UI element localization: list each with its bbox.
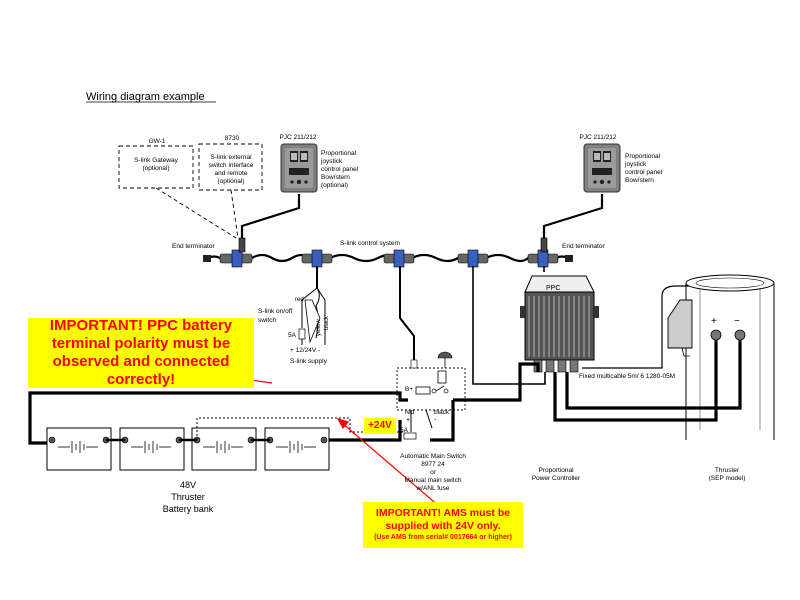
slink-black-label: black	[324, 315, 330, 330]
switch-interface-line-4: (optional)	[217, 178, 244, 185]
switch-interface-line-3: and remote	[215, 170, 248, 177]
battery-caption-line-3: Battery bank	[163, 504, 214, 514]
pjc-left-line-4: Bow/stern	[321, 174, 350, 181]
slink-wire-bundle	[304, 299, 321, 344]
battery-bank	[46, 427, 330, 471]
bus-connector-hubs	[219, 237, 559, 268]
important-ppc-line-1: IMPORTANT! PPC battery	[49, 317, 233, 334]
plus24-badge: +24V	[364, 418, 396, 434]
pjc-left-line-2: joystick	[320, 158, 343, 165]
ams-fuse-icon	[415, 386, 431, 395]
thruster-caption-line-2: (SEP model)	[709, 475, 746, 482]
end-terminator-left-label: End terminator	[172, 243, 215, 250]
switch-interface-line-1: S-link external	[210, 154, 252, 161]
slink-voltage-label: + 12/24V -	[290, 347, 320, 354]
slink-yellow-label: yellow	[316, 319, 322, 336]
slink-switch-line-1: S-link on/off	[258, 308, 292, 315]
joystick-panel-left-icon	[280, 143, 318, 193]
slink-red-label: red	[295, 297, 304, 303]
thruster-plus-label: +	[711, 316, 717, 327]
ams-relay-icon	[437, 370, 447, 384]
diagram-title: Wiring diagram example	[86, 91, 205, 103]
switch-interface-code: 8730	[225, 135, 240, 142]
pjc-right-line-4: Bow/stern	[625, 177, 654, 184]
thruster-motor	[685, 274, 775, 440]
thruster-caption-line-1: Thruster	[715, 467, 740, 474]
pjc-left-code: PJC 211/212	[279, 134, 316, 141]
pjc-right-line-3: control panel	[625, 169, 663, 176]
important-ams-note: (Use AMS from serial# 0017664 or higher)	[374, 534, 512, 541]
warning-arrows	[249, 379, 441, 508]
power-cables	[28, 340, 742, 445]
ams-fuse-5a-label: 5A	[400, 427, 409, 434]
thruster-control-box	[667, 299, 693, 349]
important-ppc-line-4: correctly!	[106, 371, 176, 388]
ams-minus-label: -	[434, 417, 437, 424]
multicable-label: Fixed multicable 5m/ 6 1280-05M	[579, 373, 675, 380]
gateway-line-2: (optional)	[142, 165, 169, 172]
important-ppc-warning: IMPORTANT! PPC battery terminal polarity…	[28, 317, 254, 388]
pjc-right-line-2: joystick	[624, 161, 647, 168]
important-ppc-line-2: terminal polarity must be	[51, 335, 231, 352]
gateway-box	[118, 145, 194, 189]
slink-system-label: S-link control system	[340, 240, 400, 247]
slink-bus	[207, 253, 569, 263]
ams-bplus-label: B+	[405, 386, 413, 393]
ams-caption-line-1: Automatic Main Switch	[400, 453, 466, 460]
pjc-left-line-3: control panel	[321, 166, 359, 173]
pjc-right-code: PJC 211/212	[579, 134, 616, 141]
end-terminator-right-cap	[565, 255, 573, 262]
slink-supply-label: S-link supply	[290, 358, 328, 365]
ppc-caption-line-1: Proportional	[538, 467, 574, 474]
gateway-code: GW-1	[149, 138, 166, 145]
pjc-right-line-1: Proportional	[625, 153, 661, 160]
ams-black-label: black	[434, 409, 450, 416]
thruster-minus-label: −	[734, 316, 740, 327]
end-terminator-right-label: End terminator	[562, 243, 605, 250]
switch-interface-line-2: switch interface	[209, 162, 254, 169]
joystick-panel-right-icon	[583, 143, 621, 193]
ams-caption-line-4: Manual main switch	[404, 477, 461, 484]
slink-switch-line-2: switch	[258, 317, 276, 324]
ams-caption-line-2: 8977 24	[421, 461, 445, 468]
ams-caption-line-5: w/ANL fuse	[416, 485, 450, 492]
thruster-terminals-icon	[710, 329, 746, 341]
end-terminator-left-cap	[203, 255, 211, 262]
important-ams-line-2: supplied with 24V only.	[385, 520, 501, 532]
important-ams-line-1: IMPORTANT! AMS must be	[375, 507, 511, 519]
battery-caption-line-2: Thruster	[171, 492, 205, 502]
ams-caption-line-3: or	[430, 469, 437, 476]
ams-red-label: red	[405, 409, 415, 416]
pjc-left-line-5: (optional)	[321, 182, 348, 189]
ams-indicator-icon	[437, 351, 453, 359]
pjc-left-line-1: Proportional	[321, 150, 357, 157]
battery-caption-line-1: 48V	[180, 480, 196, 490]
slink-fuse-icon	[298, 328, 306, 340]
important-ams-warning: IMPORTANT! AMS must be supplied with 24V…	[363, 502, 523, 548]
ppc-caption-line-2: Power Controller	[532, 475, 581, 482]
slink-fuse-label: 5A	[288, 332, 297, 339]
ppc-unit	[520, 275, 599, 373]
gateway-line-1: S-link Gateway	[134, 157, 178, 164]
ams-box	[396, 367, 466, 411]
ppc-label: PPC	[546, 285, 560, 292]
important-ppc-line-3: observed and connected	[52, 353, 230, 370]
multicable	[582, 285, 690, 369]
ams-plus-label: +	[406, 417, 410, 424]
switch-interface-box	[198, 143, 263, 191]
